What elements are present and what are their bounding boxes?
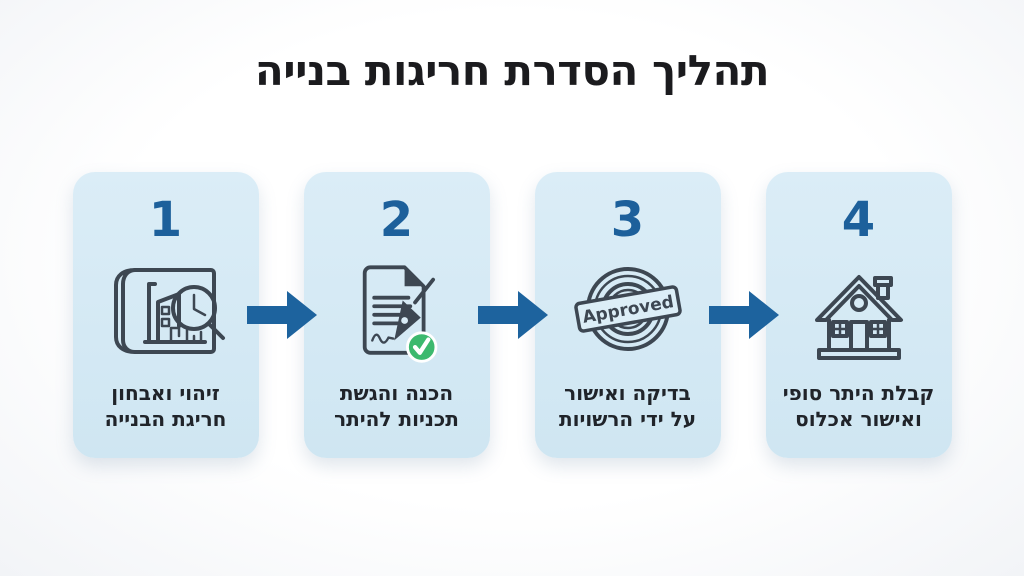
approved-stamp-icon: Approved bbox=[558, 254, 698, 368]
right-arrow-icon bbox=[246, 286, 317, 344]
caption-line: חריגת הבנייה bbox=[104, 407, 227, 431]
step-card-2: 2 הכנה והגשת תכניות להיתר bbox=[303, 172, 490, 458]
caption-line: ואישור אכלוס bbox=[795, 407, 922, 431]
blueprint-magnifier-icon bbox=[96, 254, 236, 368]
step-number: 2 bbox=[379, 192, 414, 248]
process-flow: 1 זיהוי ואבחון חריגת הבנייה bbox=[0, 172, 1024, 458]
caption-line: זיהוי ואבחון bbox=[111, 381, 220, 405]
house-icon bbox=[789, 254, 929, 368]
document-pen-check-icon bbox=[327, 254, 467, 368]
step-number: 4 bbox=[841, 192, 876, 248]
step-number: 3 bbox=[610, 192, 645, 248]
caption-line: תכניות להיתר bbox=[334, 407, 459, 431]
step-card-1: 1 זיהוי ואבחון חריגת הבנייה bbox=[72, 172, 259, 458]
step-card-4: 4 קבלת היתר סופי ואישור אכלוס bbox=[765, 172, 952, 458]
right-arrow-icon bbox=[708, 286, 779, 344]
step-number: 1 bbox=[148, 192, 183, 248]
caption-line: קבלת היתר סופי bbox=[782, 381, 935, 405]
step-caption: בדיקה ואישור על ידי הרשויות bbox=[559, 380, 696, 432]
caption-line: על ידי הרשויות bbox=[558, 407, 697, 431]
step-caption: זיהוי ואבחון חריגת הבנייה bbox=[105, 380, 227, 432]
right-arrow-icon bbox=[477, 286, 548, 344]
step-caption: הכנה והגשת תכניות להיתר bbox=[334, 380, 459, 432]
step-caption: קבלת היתר סופי ואישור אכלוס bbox=[783, 380, 934, 432]
page-title: תהליך הסדרת חריגות בנייה bbox=[254, 46, 770, 95]
caption-line: הכנה והגשת bbox=[339, 381, 454, 405]
caption-line: בדיקה ואישור bbox=[564, 381, 691, 405]
step-card-3: 3 Approved בדיקה ואישור על ידי הרשויות bbox=[534, 172, 721, 458]
